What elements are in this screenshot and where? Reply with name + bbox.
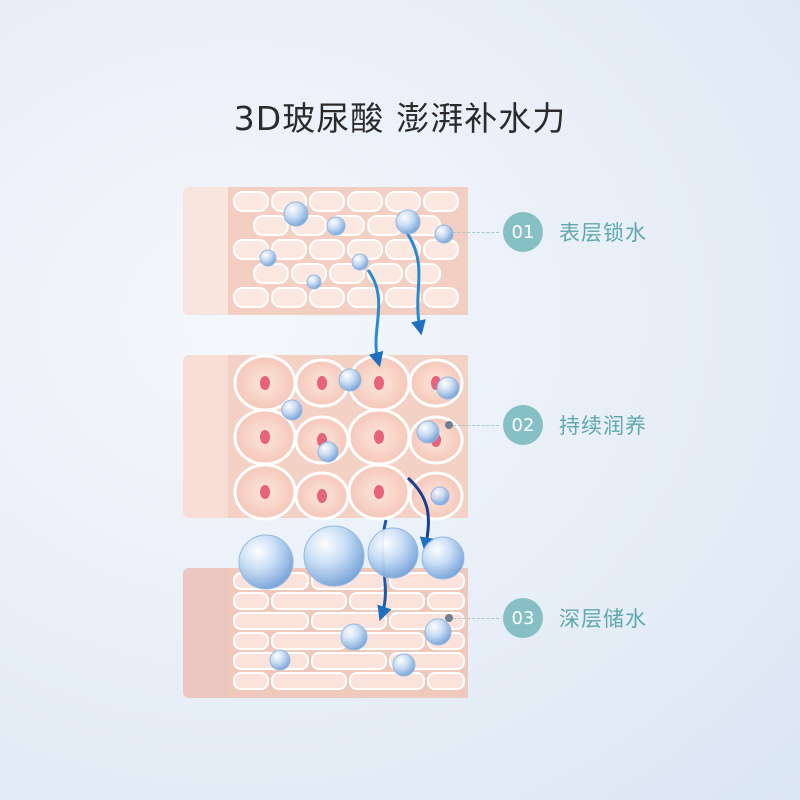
deep-cell xyxy=(349,672,425,690)
title-main: 3D玻尿酸 xyxy=(233,99,385,138)
cell-nucleus xyxy=(374,376,384,390)
water-drop xyxy=(269,649,291,671)
arrow-3 xyxy=(406,476,435,553)
surface-cell xyxy=(347,191,383,212)
callout-step-3: 03 深层储水 xyxy=(453,598,647,638)
cell-nucleus xyxy=(374,430,384,444)
water-drop xyxy=(259,249,277,267)
water-drop xyxy=(424,618,452,646)
step-number-badge: 02 xyxy=(503,405,543,445)
callout-line xyxy=(453,617,499,619)
step-label: 深层储水 xyxy=(559,607,647,631)
deep-cell xyxy=(427,592,465,610)
step-number-badge: 01 xyxy=(503,212,543,252)
surface-cell xyxy=(423,287,459,308)
surface-cell xyxy=(423,191,459,212)
arrow-2 xyxy=(403,229,426,336)
deep-cell xyxy=(271,592,347,610)
surface-cell xyxy=(347,287,383,308)
surface-cell xyxy=(233,287,269,308)
water-drop xyxy=(430,486,450,506)
water-drop xyxy=(338,368,362,392)
water-drop xyxy=(392,653,416,677)
callout-dot-3 xyxy=(445,614,453,622)
water-drop xyxy=(395,209,421,235)
water-drop xyxy=(436,376,460,400)
surface-cell xyxy=(385,239,421,260)
surface-cell xyxy=(309,287,345,308)
deep-cell xyxy=(271,672,347,690)
surface-cell xyxy=(309,239,345,260)
callout-line xyxy=(453,424,499,426)
surface-cells xyxy=(233,191,459,308)
step-label: 表层锁水 xyxy=(559,221,647,245)
surface-cell xyxy=(253,263,289,284)
callout-line xyxy=(453,231,499,233)
water-drop xyxy=(351,253,369,271)
water-drops xyxy=(238,201,465,677)
cell-nucleus xyxy=(317,376,327,390)
callout-step-1: 01 表层锁水 xyxy=(453,212,647,252)
deep-cell xyxy=(311,652,387,670)
deep-cell xyxy=(233,612,309,630)
deep-cell xyxy=(233,592,269,610)
surface-cell xyxy=(271,239,307,260)
surface-cell xyxy=(271,287,307,308)
step-number-badge: 03 xyxy=(503,598,543,638)
cell-nucleus xyxy=(260,430,270,444)
water-drop xyxy=(317,441,339,463)
surface-cell xyxy=(233,191,269,212)
surface-cell xyxy=(385,287,421,308)
water-drop xyxy=(281,399,303,421)
arrow-1 xyxy=(366,269,384,368)
water-drop xyxy=(416,420,440,444)
surface-cell xyxy=(253,215,289,236)
water-drop xyxy=(238,534,294,590)
surface-cell xyxy=(405,263,441,284)
deep-cell xyxy=(271,632,347,650)
step-label: 持续润养 xyxy=(559,414,647,438)
water-drop xyxy=(303,525,365,587)
cell-nucleus xyxy=(260,376,270,390)
callout-dot-2 xyxy=(445,421,453,429)
water-drop xyxy=(326,216,346,236)
callout-step-2: 02 持续润养 xyxy=(453,405,647,445)
cell-nucleus xyxy=(260,485,270,499)
surface-cell xyxy=(385,191,421,212)
cell-nucleus xyxy=(374,485,384,499)
water-drop xyxy=(367,527,419,579)
water-drop xyxy=(283,201,309,227)
water-drop xyxy=(421,536,465,580)
surface-cell xyxy=(309,191,345,212)
deep-cell xyxy=(349,592,425,610)
layer-surface xyxy=(183,187,468,315)
page-title: 3D玻尿酸澎湃补水力 xyxy=(0,92,800,140)
deep-cell xyxy=(233,672,269,690)
water-drop xyxy=(434,224,454,244)
surface-cell xyxy=(367,263,403,284)
cell-nucleus xyxy=(317,489,327,503)
water-drop xyxy=(306,274,322,290)
deep-cell xyxy=(427,672,465,690)
water-drop xyxy=(340,623,368,651)
title-sub: 澎湃补水力 xyxy=(396,99,567,138)
deep-cell xyxy=(233,632,269,650)
